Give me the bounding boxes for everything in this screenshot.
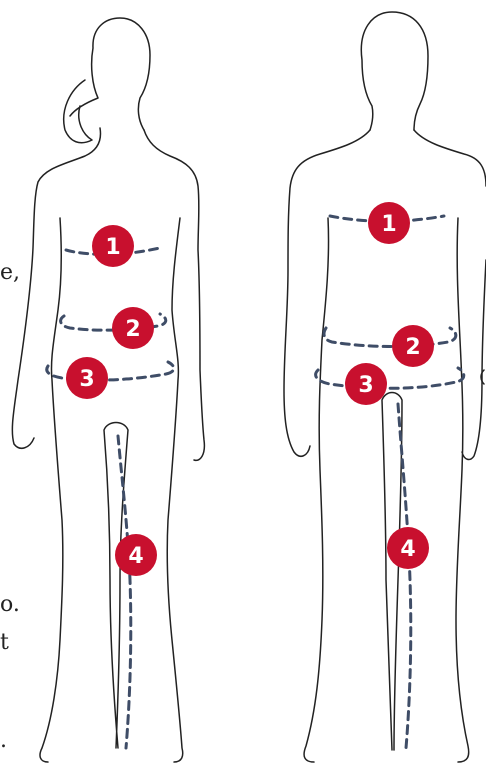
female-badge-3-label: 3 bbox=[79, 367, 94, 392]
male-badge-4: 4 bbox=[387, 527, 429, 569]
male-hip-line bbox=[316, 368, 464, 388]
male-head-outline bbox=[361, 12, 428, 130]
female-figure bbox=[12, 18, 204, 762]
female-badge-2-label: 2 bbox=[125, 317, 140, 342]
female-measure-lines bbox=[47, 248, 174, 748]
cropped-text-2: o. bbox=[0, 594, 20, 616]
female-badge-3: 3 bbox=[66, 357, 108, 399]
female-badge-4-label: 4 bbox=[128, 544, 143, 569]
female-badge-2: 2 bbox=[112, 307, 154, 349]
female-badge-4: 4 bbox=[115, 534, 157, 576]
male-inseam-line bbox=[398, 404, 411, 748]
male-badge-3-label: 3 bbox=[358, 373, 373, 398]
female-body-outline bbox=[12, 128, 204, 762]
male-badge-3: 3 bbox=[345, 363, 387, 405]
female-head-outline bbox=[70, 18, 150, 130]
female-hip-line bbox=[47, 362, 174, 380]
cropped-text-3: t bbox=[0, 632, 9, 654]
male-badge-2-label: 2 bbox=[405, 335, 420, 360]
male-badge-1-label: 1 bbox=[381, 212, 396, 237]
male-badge-2: 2 bbox=[392, 325, 434, 367]
female-ponytail bbox=[64, 80, 92, 143]
cropped-text-4: . bbox=[0, 730, 7, 752]
female-badge-1-label: 1 bbox=[105, 235, 120, 260]
cropped-text-1: e, bbox=[0, 262, 20, 284]
male-waist-line bbox=[324, 328, 456, 347]
male-badge-4-label: 4 bbox=[400, 537, 415, 562]
female-badge-1: 1 bbox=[92, 225, 134, 267]
male-badge-1: 1 bbox=[368, 202, 410, 244]
